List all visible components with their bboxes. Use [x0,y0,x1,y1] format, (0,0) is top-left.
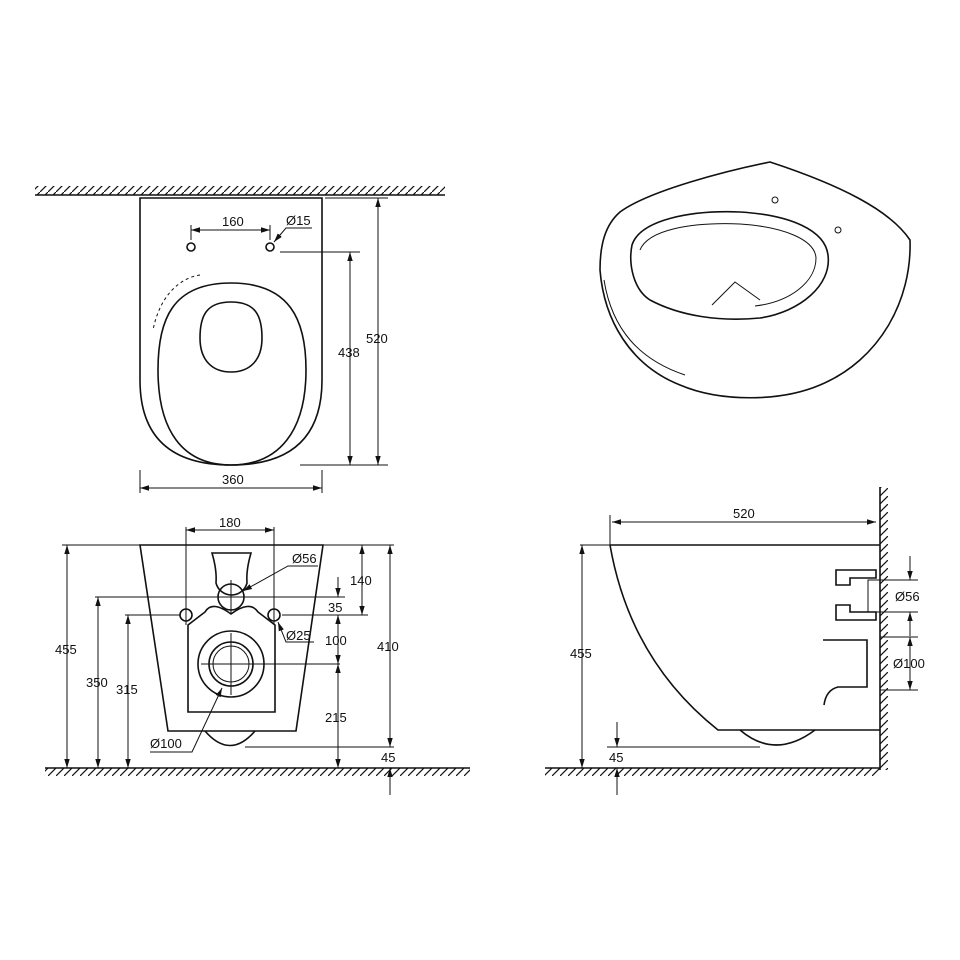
seat-outline [157,282,307,466]
floor-hatch [45,768,470,776]
dim-front-dia25: Ø25 [286,628,311,643]
dim-top-dia15: Ø15 [286,213,311,228]
dim-front-100: 100 [325,633,347,648]
dim-front-35: 35 [328,600,342,615]
dim-side-455: 455 [570,646,592,661]
top-view: 160 Ø15 438 520 360 [35,186,445,493]
dim-side-dia56: Ø56 [895,589,920,604]
dim-top-520: 520 [366,331,388,346]
dim-front-455: 455 [55,642,77,657]
dim-front-140: 140 [350,573,372,588]
side-view: 520 455 45 Ø56 Ø100 [545,487,925,795]
dim-top-160: 160 [222,214,244,229]
dim-front-215: 215 [325,710,347,725]
wall-hatch [880,487,888,770]
dim-front-410: 410 [377,639,399,654]
dim-front-dia56: Ø56 [292,551,317,566]
fixing-hole-right [265,242,275,252]
ceiling-hatch [35,186,445,195]
dim-side-520: 520 [733,506,755,521]
dim-side-45: 45 [609,750,623,765]
fixing-hole-left [186,242,196,252]
dim-front-315: 315 [116,682,138,697]
dim-top-438: 438 [338,345,360,360]
dim-front-45: 45 [381,750,395,765]
dim-front-180: 180 [219,515,241,530]
bowl-opening [199,301,263,373]
dim-front-dia100: Ø100 [150,736,182,751]
side-body [609,544,880,731]
dim-top-360: 360 [222,472,244,487]
hinge-arc [152,274,201,331]
front-view: 180 455 350 315 Ø56 Ø25 Ø100 140 35 100 … [45,515,470,795]
dim-front-350: 350 [86,675,108,690]
dim-side-dia100: Ø100 [893,656,925,671]
perspective-view [599,161,911,399]
